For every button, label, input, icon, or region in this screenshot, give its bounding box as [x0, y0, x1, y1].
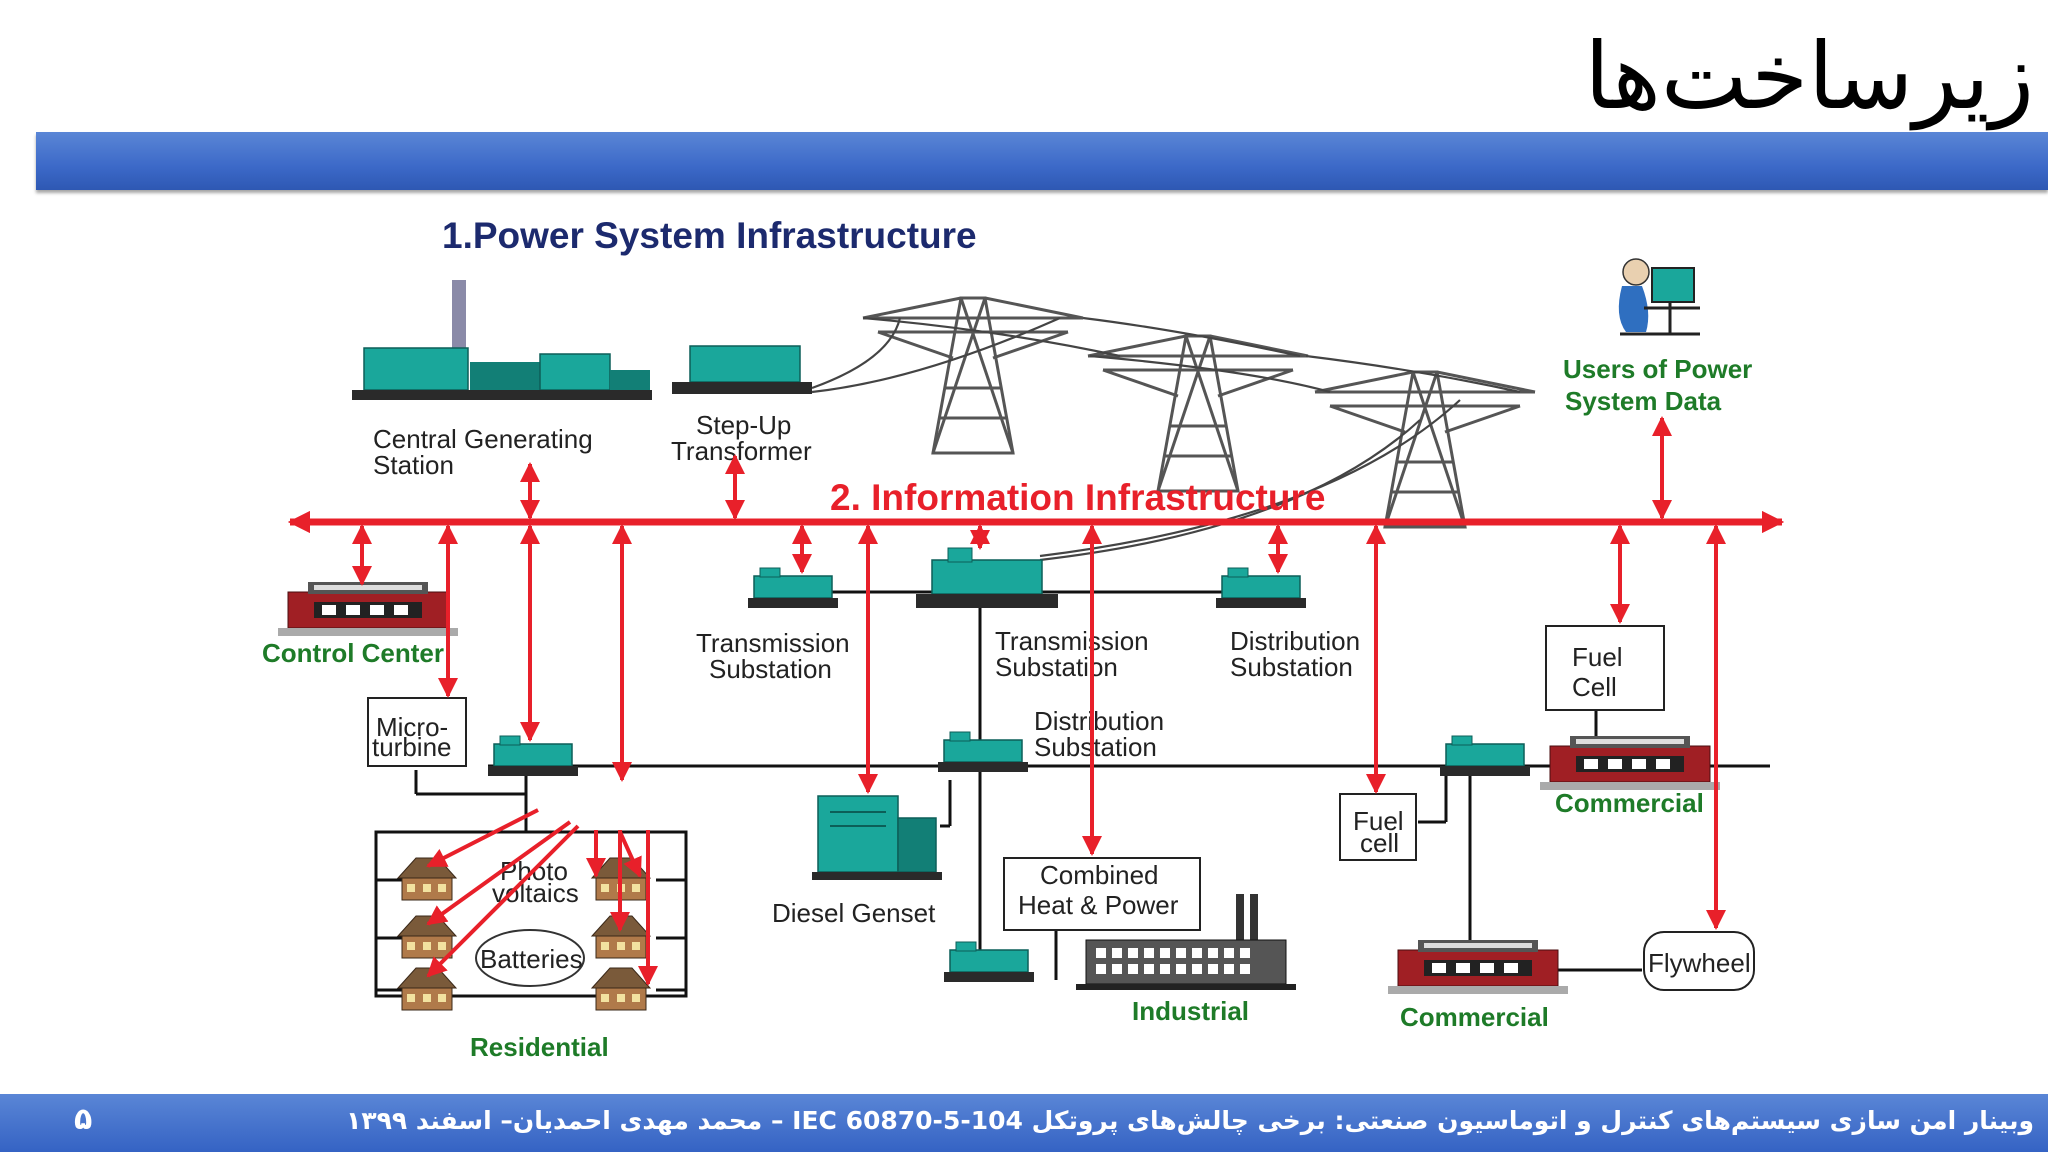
power-lines — [811, 316, 1521, 562]
transmission-substation-2-label-1: Transmission — [995, 626, 1149, 656]
micro-turbine-box — [367, 697, 467, 767]
control-center-label: Control Center — [262, 638, 444, 668]
transmission-substation-2-label-2: Substation — [995, 652, 1118, 682]
page-number: ۵ — [74, 1102, 93, 1137]
distribution-substation-1-label-1: Distribution — [1230, 626, 1360, 656]
transmission-substation-1-label-1: Transmission — [696, 628, 850, 658]
central-station-label-1: Central Generating — [373, 424, 593, 454]
fuel-cell-box — [1545, 625, 1665, 711]
fuel-cell-2-label-1: Fuel — [1353, 806, 1404, 836]
power-system-title: 1.Power System Infrastructure — [442, 215, 977, 256]
users-label-2: System Data — [1565, 386, 1722, 416]
photovoltaics-label-2: voltaics — [492, 878, 579, 908]
residential-block — [374, 830, 688, 998]
title-band — [36, 132, 2048, 190]
fuel-cell-2-label-2: cell — [1360, 828, 1399, 858]
commercial-label-1: Commercial — [1555, 788, 1704, 818]
micro-turbine-label-1: Micro- — [376, 712, 448, 742]
micro-turbine-label-2: turbine — [372, 732, 452, 762]
flywheel-box — [1643, 931, 1755, 991]
batteries-ellipse — [475, 929, 585, 987]
fuel-cell-label-2: Cell — [1572, 672, 1617, 702]
commercial-feeder-icon — [1439, 735, 1531, 777]
users-label-1: Users of Power — [1563, 354, 1752, 384]
industrial-label: Industrial — [1132, 996, 1249, 1026]
residential-feeder-icon — [487, 735, 579, 777]
diesel-genset-label: Diesel Genset — [772, 898, 936, 928]
diesel-genset-icon — [812, 795, 942, 880]
transmission-substation-main-icon — [916, 547, 1058, 608]
central-station-label-2: Station — [373, 450, 454, 480]
information-infrastructure-title: 2. Information Infrastructure — [830, 477, 1325, 518]
residential-feeders — [376, 878, 686, 992]
computer-user-icon — [1618, 258, 1700, 336]
chp-label-1: Combined — [1040, 860, 1159, 890]
commercial-label-2: Commercial — [1400, 1002, 1549, 1032]
commercial-building-icon — [1387, 939, 1569, 995]
step-up-label-2: Transformer — [671, 436, 812, 466]
fuel-cell-label-1: Fuel — [1572, 642, 1623, 672]
industrial-factory-icon — [1076, 894, 1296, 990]
transmission-tower-icon — [1313, 370, 1537, 529]
step-up-label-1: Step-Up — [696, 410, 791, 440]
slide-title: زیرساخت‌ها — [1584, 23, 2034, 130]
transmission-substation-1-label-2: Substation — [709, 654, 832, 684]
distribution-substation-icon — [937, 731, 1029, 773]
step-up-transformer-icon — [672, 345, 812, 394]
commercial-building-icon — [1539, 735, 1721, 791]
industrial-feeder-icon — [943, 941, 1035, 983]
house-icon — [397, 857, 457, 901]
distribution-substation-2-label-2: Substation — [1034, 732, 1157, 762]
chp-box — [1003, 857, 1201, 931]
distribution-substation-1-label-2: Substation — [1230, 652, 1353, 682]
chp-label-2: Heat & Power — [1018, 890, 1179, 920]
infrastructure-diagram: 1.Power System Infrastructure Central Ge… — [262, 215, 1785, 1062]
distribution-substation-icon — [1215, 567, 1307, 609]
residential-label: Residential — [470, 1032, 609, 1062]
flywheel-label: Flywheel — [1648, 948, 1751, 978]
control-center-icon — [277, 581, 459, 637]
batteries-label: Batteries — [480, 944, 583, 974]
communication-links — [352, 416, 1726, 986]
central-generating-station-icon — [352, 280, 652, 400]
transmission-substation-icon — [747, 567, 839, 609]
house-icon — [591, 967, 651, 1011]
fuel-cell-box — [1339, 793, 1417, 861]
footer-band: وبینار امن سازی سیستم‌های کنترل و اتوماس… — [0, 1094, 2048, 1152]
footer-text: وبینار امن سازی سیستم‌های کنترل و اتوماس… — [346, 1106, 2034, 1135]
